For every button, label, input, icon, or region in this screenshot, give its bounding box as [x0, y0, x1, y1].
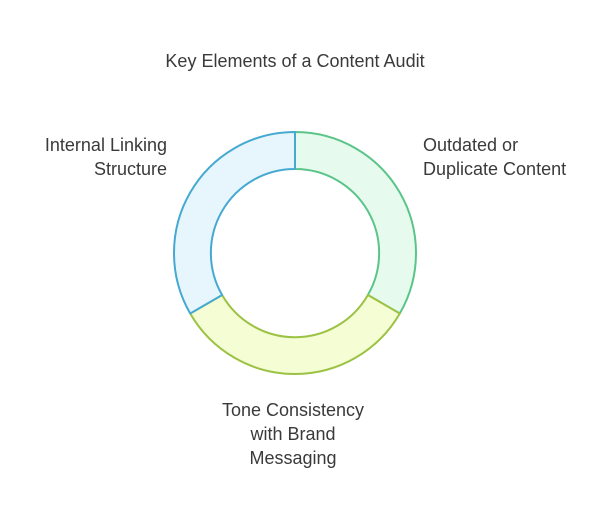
label-line: Structure — [93, 159, 167, 179]
label-line: Internal Linking — [44, 135, 167, 155]
label-line: Outdated or — [423, 135, 519, 155]
label-line: with Brand — [250, 424, 336, 444]
label-outdated-duplicate-content: Outdated or Duplicate Content — [423, 133, 566, 181]
label-line: Tone Consistency — [221, 400, 365, 420]
diagram-title: Key Elements of a Content Audit — [165, 51, 425, 71]
segment-internal-linking-structure — [172, 131, 296, 315]
label-tone-consistency: Tone Consistency with Brand Messaging — [193, 398, 393, 470]
label-line: Duplicate Content — [423, 159, 567, 179]
label-internal-linking-structure: Internal Linking Structure — [45, 133, 167, 181]
segment-tone-consistency — [189, 294, 401, 376]
segment-outdated-duplicate-content — [294, 131, 418, 315]
label-line: Messaging — [249, 448, 337, 468]
